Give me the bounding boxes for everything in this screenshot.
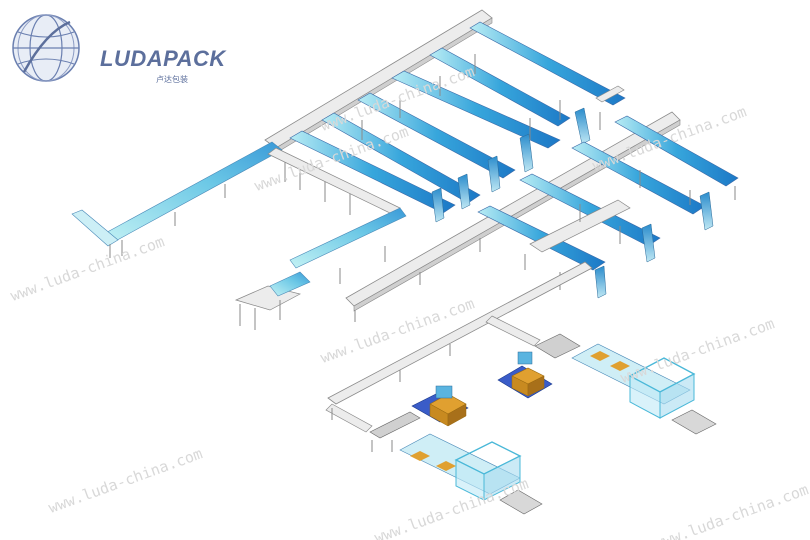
brand-name: LUDAPACK <box>100 46 226 71</box>
middle-chutes <box>594 191 714 299</box>
palletizer-cell-left <box>369 385 543 515</box>
upper-descending-conveyor <box>234 147 407 330</box>
upper-chutes <box>431 107 591 223</box>
company-logo: LUDAPACK 卢达包装 <box>10 12 225 84</box>
brand-subtitle: 卢达包装 <box>156 75 188 84</box>
palletizer-cell-right <box>497 333 717 435</box>
middle-support-legs <box>524 170 736 290</box>
middle-branch-conveyors <box>477 115 739 271</box>
upper-right-rail <box>595 85 625 103</box>
lower-spine-conveyor <box>325 261 593 433</box>
left-infeed-conveyor <box>71 141 283 258</box>
globe-logo-icon <box>12 14 80 82</box>
upper-spine-conveyor <box>264 9 493 154</box>
